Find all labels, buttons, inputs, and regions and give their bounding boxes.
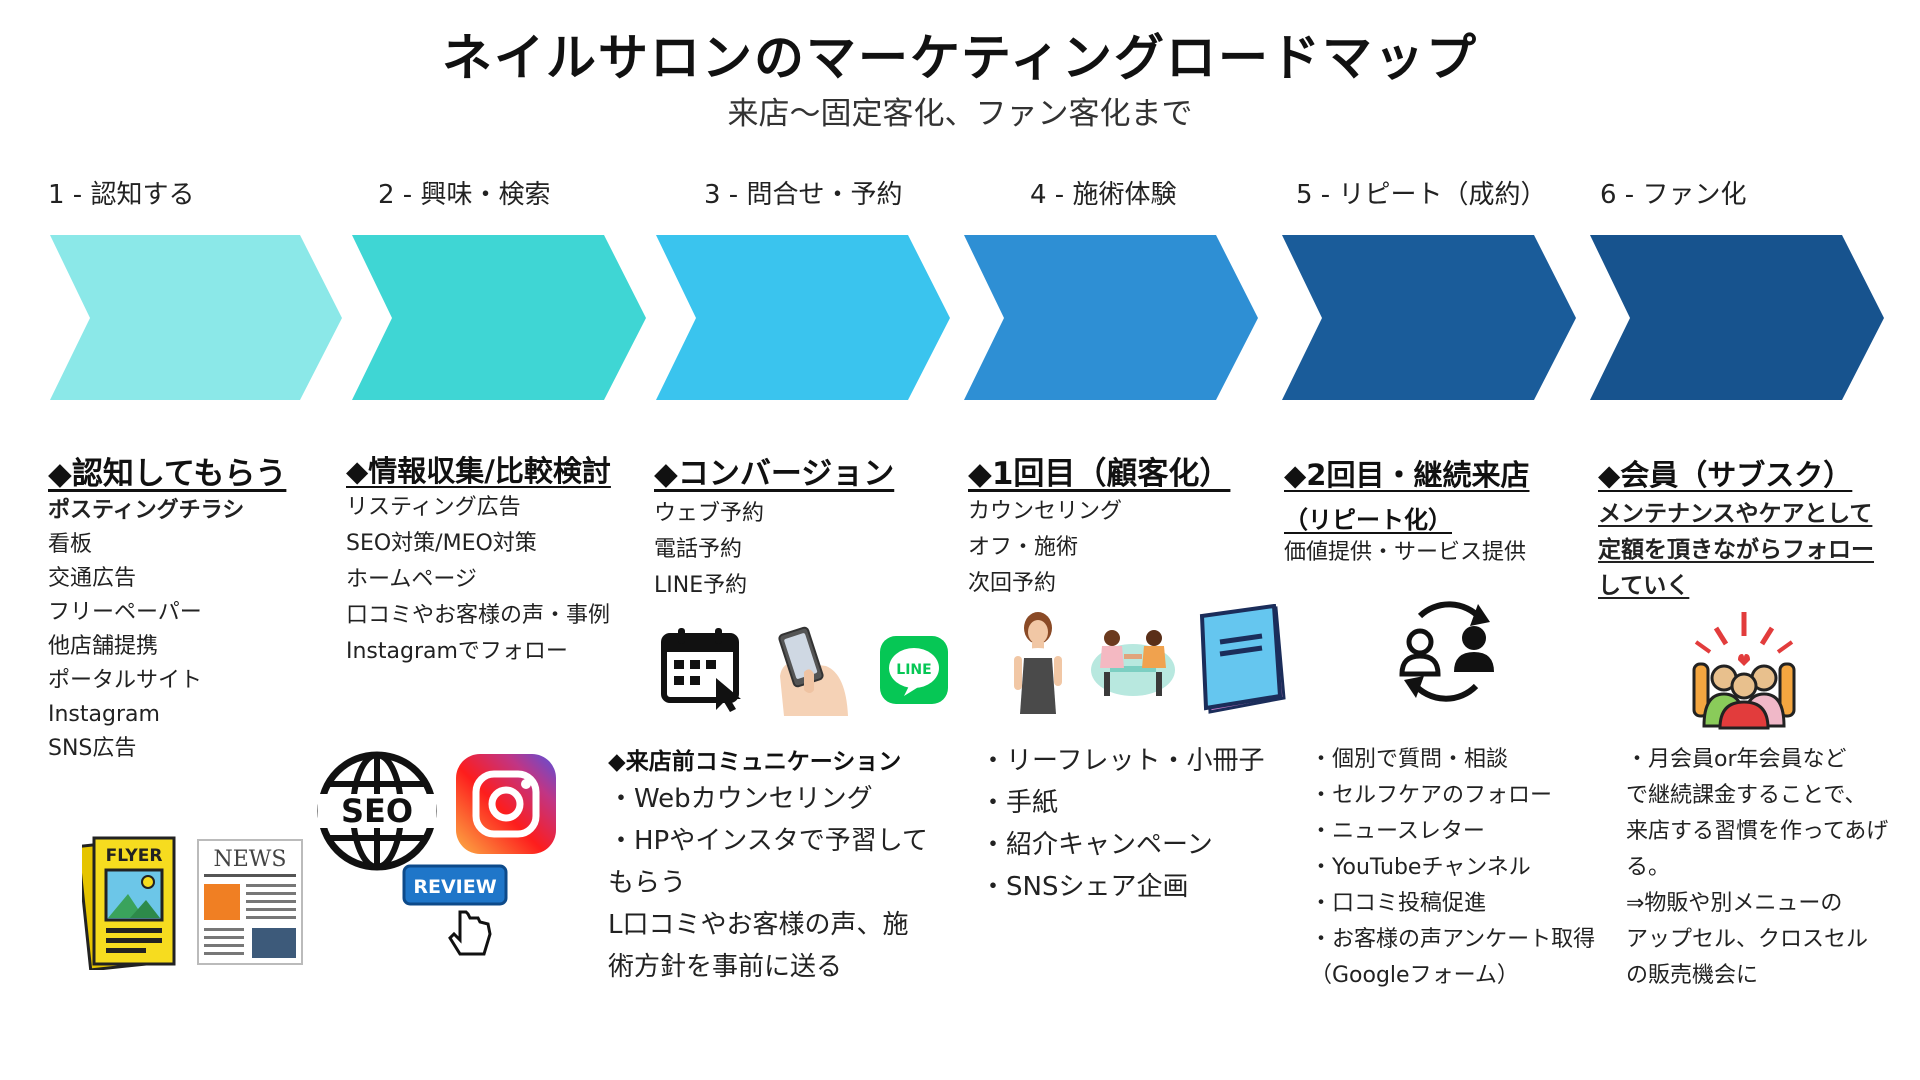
list-item: ・HPやインスタで予習して [608,826,928,856]
seo-globe-icon: SEO [317,751,437,871]
section-1-list: ポスティングチラシ 看板 交通広告 フリーペーパー 他店舗提携 ポータルサイト … [48,494,244,766]
list-item: ポスティングチラシ [48,498,245,523]
section-5-subheading: （リピート化） [1284,506,1452,534]
list-item: オフ・施術 [968,535,1079,560]
list-item: ・YouTubeチャンネル [1310,855,1531,880]
list-item: で継続課金することで、 [1626,783,1867,808]
list-item: ・個別で質問・相談 [1310,747,1509,772]
list-item: ・リーフレット・小冊子 [980,746,1265,776]
instagram-icon [456,754,556,854]
line-icon-text: LINE [896,662,931,678]
list-item: メンテナンスやケアとして [1598,501,1873,527]
section-4-list: カウンセリング オフ・施術 次回予約 [968,494,1122,602]
nail-salon-scene-icon [1091,630,1175,696]
section-6-heading: ◆会員（サブスク） [1598,458,1853,492]
section-6-list: メンテナンスやケアとして 定額を頂きながらフォロー していく [1598,496,1874,604]
section-4-bottom-list: ・リーフレット・小冊子 ・手紙 ・紹介キャンペーン ・SNSシェア企画 [980,740,1264,908]
list-item: ・紹介キャンペーン [980,830,1213,860]
section-5-bottom-list: ・個別で質問・相談 ・セルフケアのフォロー ・ニュースレター ・YouTubeチ… [1310,742,1595,994]
review-button-icon: REVIEW [402,864,508,956]
list-item: SEO対策/MEO対策 [346,531,537,556]
booklet-icon [1199,604,1286,714]
repeat-customer-icon [1399,601,1494,702]
list-item: ・月会員or年会員など [1626,747,1847,772]
list-item: Instagram [48,702,160,727]
list-item: ・Webカウンセリング [608,784,873,814]
section-2-list: リスティング広告 SEO対策/MEO対策 ホームページ 口コミやお客様の声・事例… [346,490,610,670]
list-item: ポータルサイト [48,668,203,693]
roadmap-chevrons [50,235,1884,400]
smartphone-hand-icon [778,626,848,716]
list-item: ・手紙 [980,788,1059,818]
list-item: もらう [608,868,687,898]
list-item: ・口コミ投稿促進 [1310,891,1487,916]
section-5-heading: ◆2回目・継続来店 [1284,458,1530,492]
seo-icon-text: SEO [341,792,413,830]
list-item: していく [1598,573,1690,599]
list-item: ウェブ予約 [654,501,765,526]
list-item: LINE予約 [654,573,748,598]
list-item: リスティング広告 [346,495,521,520]
line-app-icon: LINE [880,636,948,704]
list-item: ⇒物販や別メニューの [1626,891,1843,916]
stage-label-1: 1 - 認知する [48,180,195,210]
stage-label-4: 4 - 施術体験 [1030,180,1177,210]
section-2-heading: ◆情報収集/比較検討 [346,454,611,488]
section-6-bottom-list: ・月会員or年会員など で継続課金することで、 来店する習慣を作ってあげ る。 … [1626,742,1888,994]
nail-artist-icon [1014,612,1062,714]
list-item: ・セルフケアのフォロー [1310,783,1553,808]
chevron-stage-4 [964,235,1258,400]
section-4-heading: ◆1回目（顧客化） [968,456,1231,492]
page-title: ネイルサロンのマーケティングロードマップ [442,29,1478,87]
calendar-icon [661,628,741,712]
list-item: Instagramでフォロー [346,639,568,664]
list-item: 口コミやお客様の声・事例 [346,603,611,628]
list-item: 来店する習慣を作ってあげ [1626,819,1889,844]
newspaper-icon: NEWS [197,839,303,965]
list-item: る。 [1626,855,1671,880]
list-item: の販売機会に [1626,963,1759,988]
list-item: 電話予約 [654,537,743,562]
list-item: アップセル、クロスセル [1626,927,1869,952]
list-item: （Googleフォーム） [1310,963,1519,988]
list-item: ホームページ [346,567,477,592]
section-5-list: 価値提供・サービス提供 [1284,536,1526,570]
section-3-heading: ◆コンバージョン [654,456,895,492]
list-item: 交通広告 [48,566,137,591]
list-item: ・SNSシェア企画 [980,872,1189,902]
section-3-list: ウェブ予約 電話予約 LINE予約 [654,496,764,604]
page-subtitle: 来店〜固定客化、ファン客化まで [727,96,1193,132]
list-item: 定額を頂きながらフォロー [1598,537,1874,563]
stage-label-2: 2 - 興味・検索 [378,180,551,210]
chevron-stage-6 [1590,235,1884,400]
fans-community-icon [1692,612,1796,730]
section-3-bottom-heading: ◆来店前コミュニケーション [608,749,902,775]
list-item: 価値提供・サービス提供 [1284,540,1527,565]
flyer-icon-text: FLYER [106,846,163,866]
section-3-bottom-list: ・Webカウンセリング ・HPやインスタで予習して もらう L口コミやお客様の声… [608,778,928,988]
chevron-stage-1 [50,235,342,400]
chevron-stage-2 [352,235,646,400]
flyer-icon: FLYER [82,836,176,970]
section-1-heading: ◆認知してもらう [48,456,287,492]
list-item: 他店舗提携 [48,634,159,659]
newspaper-icon-text: NEWS [214,847,287,872]
list-item: 看板 [48,532,93,557]
list-item: 術方針を事前に送る [608,952,843,982]
chevron-stage-5 [1282,235,1576,400]
stage-label-6: 6 - ファン化 [1600,180,1747,210]
review-icon-text: REVIEW [413,876,496,898]
stage-label-5: 5 - リピート（成約） [1296,180,1547,210]
list-item: L口コミやお客様の声、施 [608,910,909,940]
list-item: ・ニュースレター [1310,819,1485,844]
stage-label-3: 3 - 問合せ・予約 [704,180,903,210]
list-item: 次回予約 [968,571,1057,596]
list-item: SNS広告 [48,736,137,761]
list-item: ・お客様の声アンケート取得 [1310,927,1596,952]
chevron-stage-3 [656,235,950,400]
list-item: カウンセリング [968,499,1123,524]
list-item: フリーペーパー [48,600,202,625]
